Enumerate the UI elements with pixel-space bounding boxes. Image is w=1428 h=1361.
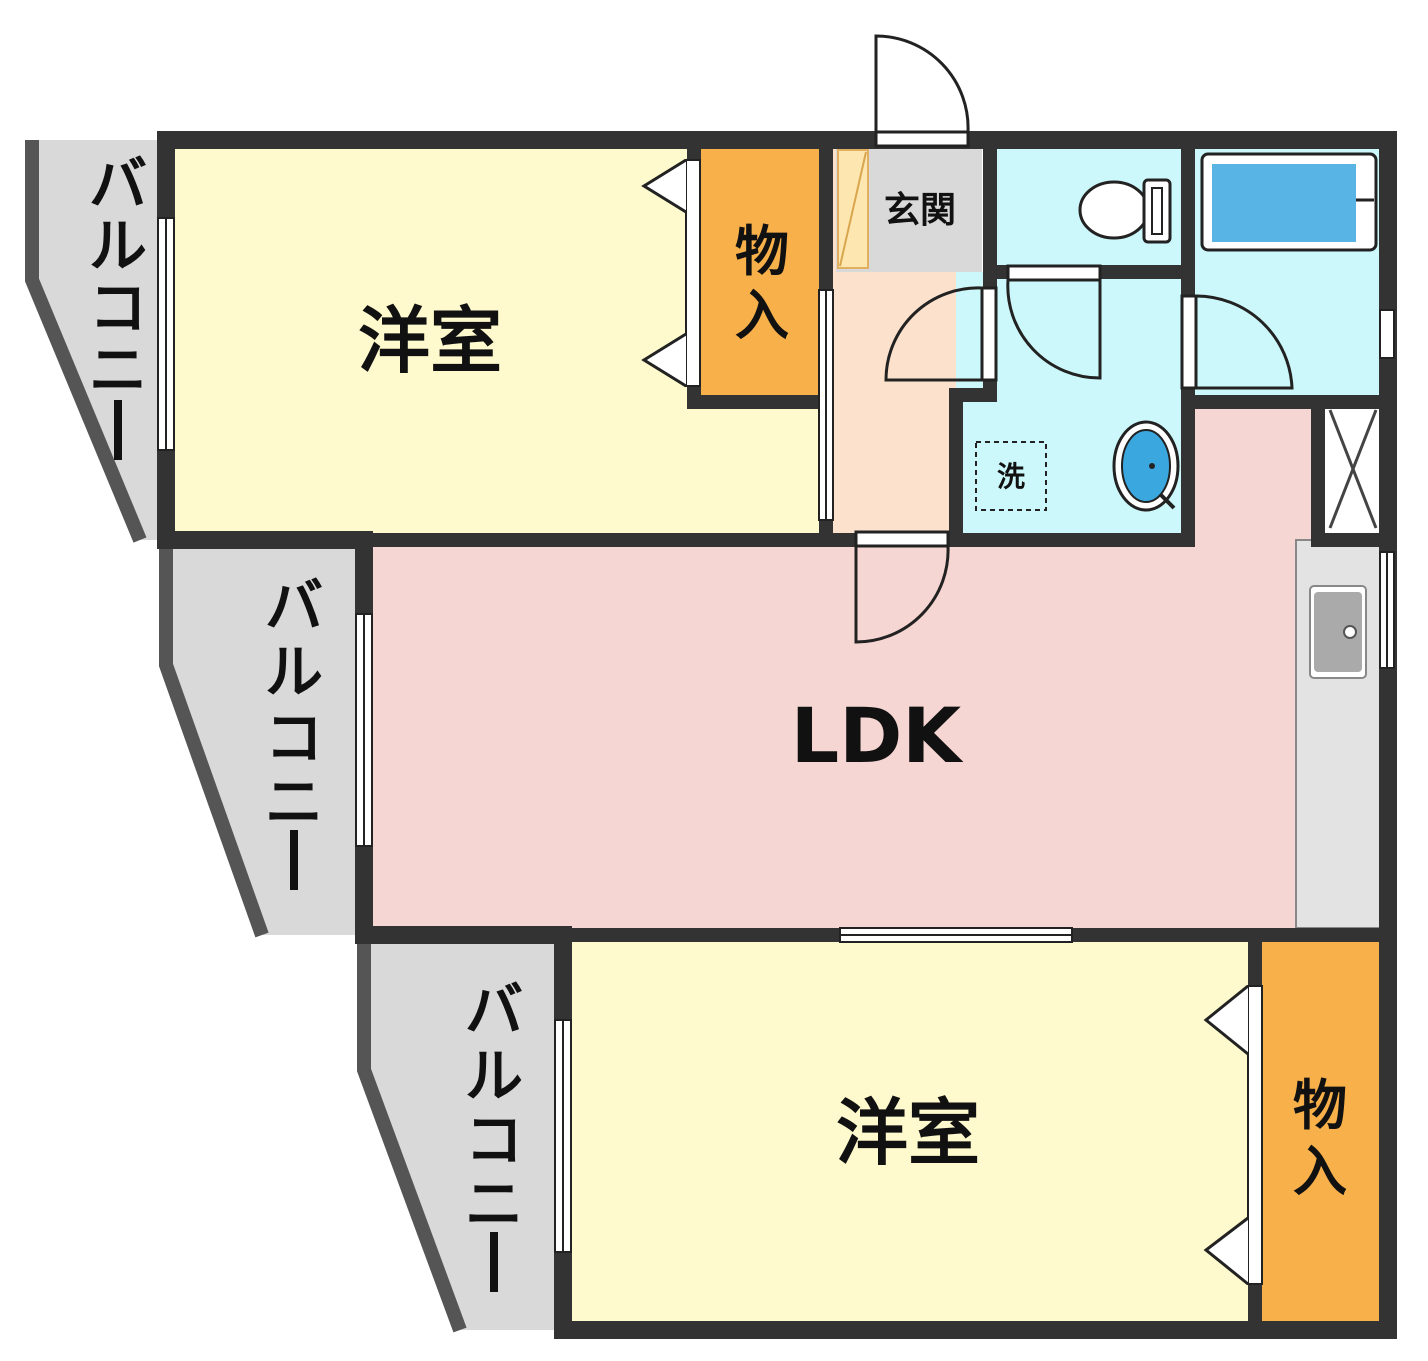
balcony-area-2 xyxy=(166,540,364,935)
closet-1-fold-top xyxy=(641,158,687,214)
bathtub-icon xyxy=(1200,152,1378,252)
entrance-door-frame xyxy=(874,130,970,148)
balcony-label-2: バ ル コ ニ xyxy=(265,572,323,890)
kitchen-sink-icon xyxy=(1309,585,1367,679)
storage-1-floor xyxy=(694,140,826,402)
storage-2-label-1: 物 xyxy=(1293,1074,1347,1137)
storage-1-lower-floor xyxy=(694,402,826,540)
storage-1-label-2: 入 xyxy=(735,284,789,347)
pipe-shaft-x2 xyxy=(1328,409,1378,529)
western-room-2-floor xyxy=(563,935,1255,1330)
toilet-door-frame xyxy=(1006,264,1102,282)
ldk-door-swing xyxy=(854,545,950,644)
toilet-door-swing xyxy=(1006,279,1102,380)
shoe-cabinet-diagonal xyxy=(839,151,867,267)
washer-label: 洗 xyxy=(997,460,1025,493)
balcony-area-1 xyxy=(32,140,166,540)
balcony-rail-2 xyxy=(159,548,269,938)
entrance-label: 玄関 xyxy=(884,190,956,231)
closet-2-door xyxy=(1247,985,1263,1285)
washer-space xyxy=(975,441,1047,511)
balcony-3-char: ニ xyxy=(465,1170,523,1238)
storage-2-floor xyxy=(1255,935,1388,1330)
closet-1-door xyxy=(685,159,701,387)
balcony-1-char: ニ xyxy=(89,336,147,404)
balcony-rail-3 xyxy=(357,942,467,1333)
closet-1-fold-bottom xyxy=(641,332,687,388)
balcony-2-long-dash xyxy=(290,830,298,890)
balcony-2-char: ル xyxy=(265,638,323,706)
balcony-2-char: ニ xyxy=(265,768,323,836)
balcony-label-3: バ ル コ ニ xyxy=(465,976,523,1292)
balcony-2-char: バ xyxy=(265,572,323,640)
wash-door-frame xyxy=(980,286,998,382)
balcony-1-char: ル xyxy=(89,212,147,280)
bath-door-swing xyxy=(1195,294,1294,390)
closet-2-fold-bottom xyxy=(1203,1216,1249,1286)
balcony-area-3 xyxy=(364,935,563,1330)
balcony-1-char: コ xyxy=(89,274,147,342)
entrance-door-swing xyxy=(874,34,970,133)
closet-2-fold-top xyxy=(1203,984,1249,1056)
storage-1-label-1: 物 xyxy=(735,220,789,283)
storage-2-label-2: 入 xyxy=(1293,1140,1347,1203)
ldk-floor xyxy=(364,540,1388,935)
wash-door-swing xyxy=(884,286,983,382)
window-bath xyxy=(1379,309,1395,359)
bath-door-frame xyxy=(1180,294,1198,390)
balcony-2-char: コ xyxy=(265,704,323,772)
balcony-3-char: コ xyxy=(465,1106,523,1174)
room-label-western-2: 洋室 xyxy=(836,1091,980,1175)
western-room-1-floor xyxy=(166,140,694,540)
balcony-rail-1 xyxy=(25,140,147,543)
washbasin-icon xyxy=(1112,420,1180,512)
room-label-ldk: LDK xyxy=(791,691,965,780)
balcony-1-long-dash xyxy=(114,400,122,460)
ldk-door-frame xyxy=(854,530,950,548)
balcony-1-char: バ xyxy=(89,150,147,218)
balcony-3-long-dash xyxy=(490,1232,498,1292)
room-label-western-1: 洋室 xyxy=(358,299,502,383)
balcony-label-1: バ ル コ ニ xyxy=(89,150,147,460)
ldk-upper-floor xyxy=(1188,395,1318,540)
balcony-3-char: ル xyxy=(465,1042,523,1110)
balcony-3-char: バ xyxy=(465,976,523,1044)
toilet-icon xyxy=(1078,178,1172,244)
